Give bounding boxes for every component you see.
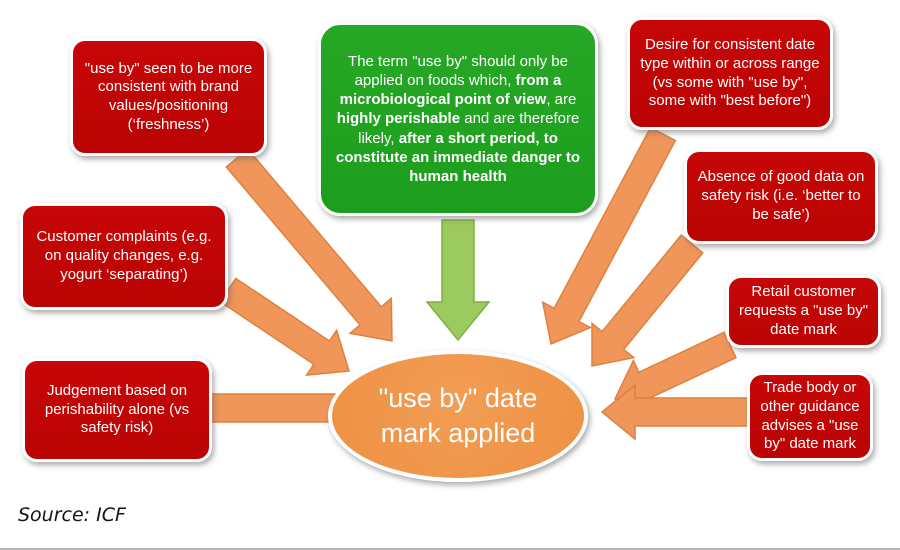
box-brand-values: "use by" seen to be more consistent with…	[70, 38, 267, 156]
arrow-trade-to-center	[600, 383, 751, 441]
arrow-absence-to-center	[591, 234, 704, 367]
center-ellipse-text: "use by" date mark applied	[378, 382, 538, 448]
box-retail-customer-text: Retail customer requests a "use by" date…	[738, 283, 869, 338]
source-caption: Source: ICF	[18, 504, 126, 526]
box-absence-of-data: Absence of good data on safety risk (i.e…	[684, 149, 878, 244]
box-judgement-perishability: Judgement based on perishability alone (…	[22, 358, 212, 462]
box-brand-values-text: "use by" seen to be more consistent with…	[84, 59, 253, 133]
arrow-brand-to-center	[225, 147, 393, 342]
box-consistent-date-type-text: Desire for consistent date type within o…	[640, 36, 820, 110]
box-customer-complaints: Customer complaints (e.g. on quality cha…	[20, 203, 228, 310]
arrow-definition-to-center	[425, 219, 491, 342]
box-use-by-definition: The term "use by" should only be applied…	[318, 22, 598, 216]
box-retail-customer: Retail customer requests a "use by" date…	[726, 275, 881, 348]
center-ellipse: "use by" date mark applied	[328, 350, 588, 482]
box-absence-of-data-text: Absence of good data on safety risk (i.e…	[697, 168, 865, 223]
arrow-date-type-to-center	[541, 126, 677, 346]
box-use-by-definition-text: The term "use by" should only be applied…	[335, 52, 581, 185]
box-trade-body-text: Trade body or other guidance advises a "…	[760, 379, 860, 453]
box-customer-complaints-text: Customer complaints (e.g. on quality cha…	[36, 228, 212, 283]
arrow-complaints-to-center	[219, 277, 350, 376]
box-trade-body: Trade body or other guidance advises a "…	[747, 372, 873, 461]
box-judgement-perishability-text: Judgement based on perishability alone (…	[44, 381, 190, 437]
box-consistent-date-type: Desire for consistent date type within o…	[627, 17, 833, 130]
